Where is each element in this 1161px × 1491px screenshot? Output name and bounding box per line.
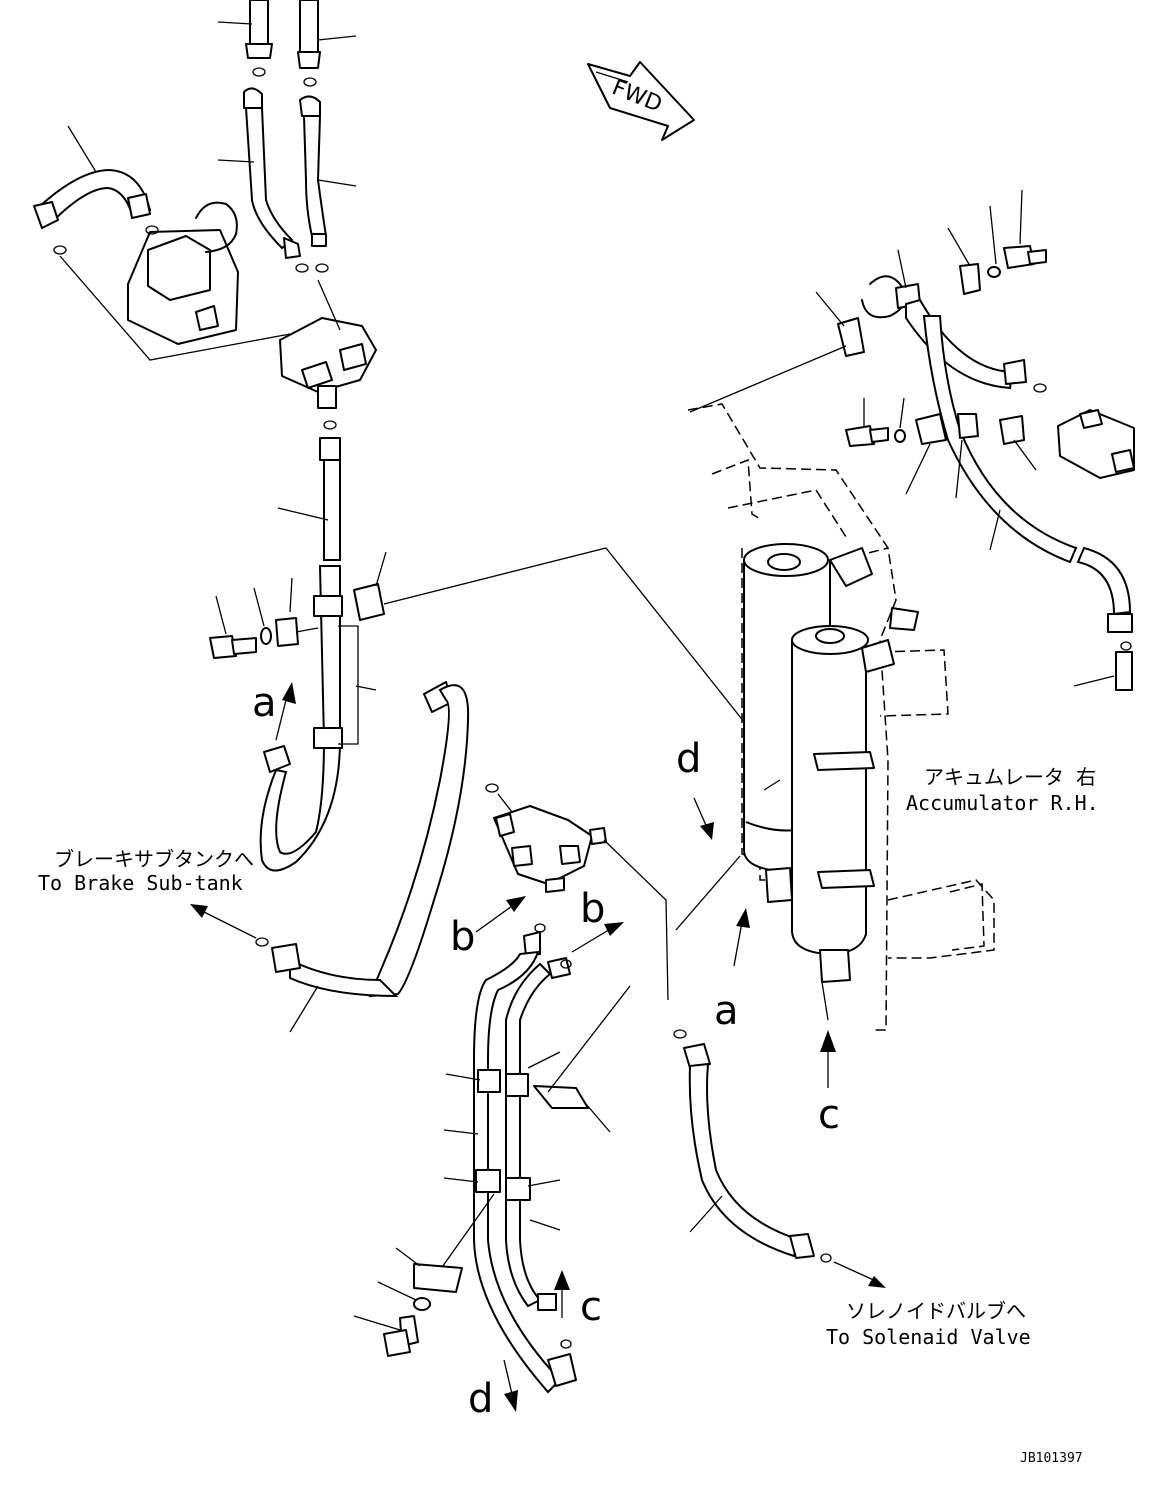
lower-twin-hoses bbox=[439, 923, 631, 1394]
fwd-label: FWD bbox=[608, 75, 665, 117]
accumulator-label-jp: アキュムレータ 右 bbox=[924, 765, 1096, 789]
view-label-d-bottom: d bbox=[468, 1376, 493, 1422]
right-small-valve bbox=[1057, 409, 1135, 479]
view-label-a-right: a bbox=[714, 988, 739, 1034]
solenoid-hose bbox=[673, 1029, 886, 1288]
drawing-code: JB101397 bbox=[1020, 1451, 1083, 1466]
brake-subtank-hose bbox=[190, 681, 470, 1033]
accumulator-front bbox=[763, 607, 919, 1021]
forward-arrow-icon: FWD bbox=[587, 61, 695, 141]
top-hose-stubs bbox=[217, 0, 357, 87]
brake-subtank-label-en: To Brake Sub-tank bbox=[38, 871, 243, 895]
right-bolt-groups bbox=[689, 189, 1047, 499]
lower-bolt-group bbox=[353, 1247, 463, 1357]
left-bolt-group bbox=[209, 547, 761, 743]
center-fitting-block bbox=[279, 279, 377, 430]
view-label-c-bottom: c bbox=[580, 1284, 602, 1330]
view-label-d-top: d bbox=[676, 736, 701, 782]
main-vertical-hose bbox=[259, 437, 377, 872]
upper-vertical-hoses bbox=[217, 87, 357, 273]
view-label-a-left: a bbox=[252, 680, 277, 726]
view-label-b-right: b bbox=[580, 886, 605, 932]
solenoid-label-jp: ソレノイドバルブへ bbox=[846, 1299, 1026, 1323]
accumulator-label-en: Accumulator R.H. bbox=[906, 791, 1099, 815]
top-left-valve-assembly bbox=[33, 125, 291, 361]
solenoid-label-en: To Solenaid Valve bbox=[826, 1325, 1031, 1349]
brake-subtank-label-jp: ブレーキサブタンクへ bbox=[54, 847, 254, 871]
view-label-b-left: b bbox=[450, 914, 475, 960]
view-arrows bbox=[275, 682, 836, 1412]
brake-valve bbox=[485, 783, 669, 1001]
view-label-c-right: c bbox=[818, 1092, 840, 1138]
right-upper-hose bbox=[861, 275, 1133, 691]
